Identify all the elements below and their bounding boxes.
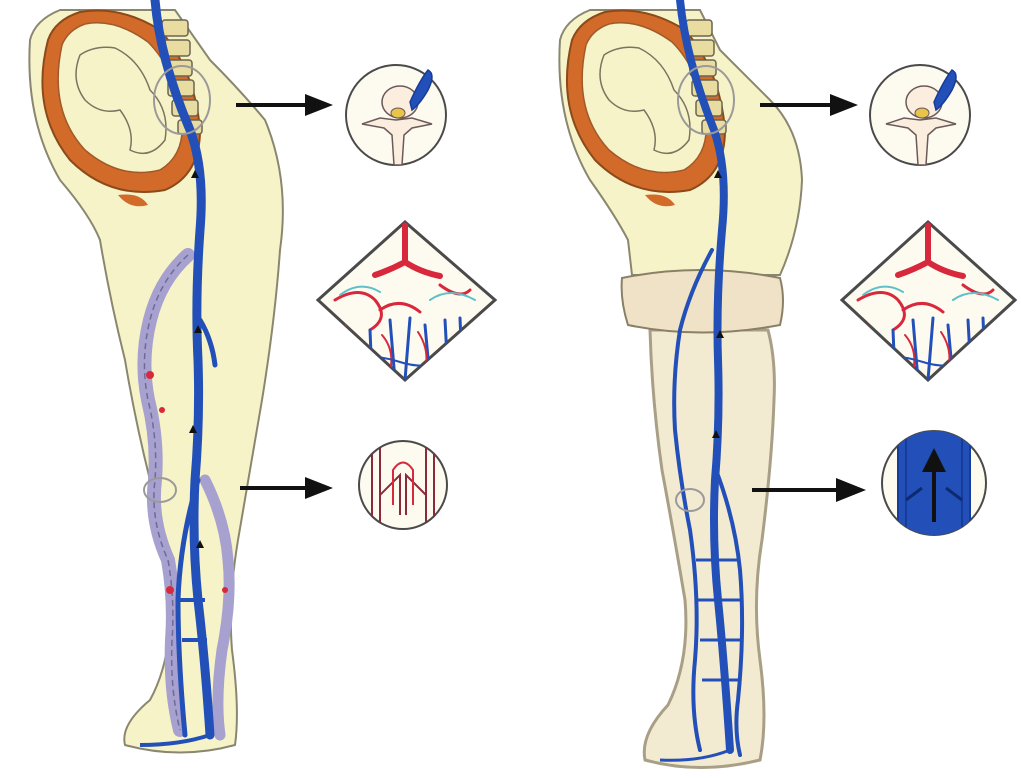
- right-stocking-band: [622, 270, 783, 333]
- right-valve-inset: [882, 430, 986, 540]
- right-capillary-inset: [842, 222, 1015, 380]
- left-valve-inset: [359, 440, 447, 530]
- left-figure: [29, 0, 282, 753]
- left-capillary-inset: [318, 222, 495, 380]
- right-figure: [559, 0, 802, 768]
- right-vertebra-inset: [870, 65, 970, 165]
- right-arrow-icon: [240, 477, 333, 499]
- left-vertebra-inset: [346, 65, 446, 165]
- right-compression-stocking: [644, 330, 774, 768]
